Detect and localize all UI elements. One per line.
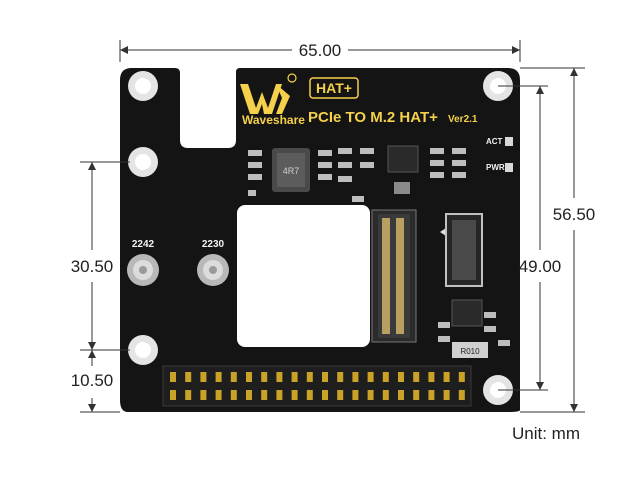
inductor-mark: 4R7 (283, 166, 300, 176)
dim-width: 65.00 (299, 41, 342, 60)
label-2230: 2230 (202, 239, 225, 250)
gpio-pin (306, 390, 313, 400)
gpio-pin (382, 390, 389, 400)
brand-name: Waveshare (242, 113, 305, 127)
gpio-pin (428, 390, 435, 400)
gpio-pin (443, 390, 450, 400)
led-pwr-label: PWR (486, 163, 505, 172)
gpio-pin (322, 372, 328, 382)
board-title: PCIe TO M.2 HAT+ (308, 109, 438, 126)
unit-label: Unit: mm (512, 424, 580, 443)
gpio-pin (215, 390, 222, 400)
hat-badge: HAT+ (316, 80, 352, 96)
gpio-pin (291, 390, 298, 400)
gpio-pin (367, 390, 374, 400)
mount-hole-top-left (128, 71, 158, 101)
gpio-pin (382, 372, 389, 382)
resistor-mark: R010 (460, 347, 480, 356)
dimension-arrows (88, 46, 578, 412)
gpio-pin (322, 390, 328, 400)
dimension-lines (80, 40, 585, 413)
gpio-pin (443, 372, 450, 382)
gpio-pin (276, 372, 283, 382)
mount-hole-mid-left (128, 147, 158, 177)
gpio-pin (185, 390, 192, 400)
gpio-pin (276, 390, 283, 400)
gpio-pin (352, 390, 359, 400)
gpio-pin (246, 372, 252, 382)
dim-left-upper: 30.50 (71, 257, 114, 276)
sense-resistor (452, 342, 488, 358)
gpio-pin (200, 372, 207, 382)
gpio-pin (306, 372, 313, 382)
led-pwr (505, 163, 513, 172)
led-act (505, 137, 513, 146)
gpio-pin (170, 390, 176, 400)
dim-height-inner: 49.00 (519, 257, 562, 276)
gpio-pin (230, 390, 237, 400)
crystal (394, 182, 410, 194)
mount-hole-bottom-left (128, 335, 158, 365)
gpio-pin (246, 390, 252, 400)
gpio-pin (458, 390, 465, 400)
gpio-pin (352, 372, 359, 382)
gpio-pin (367, 372, 374, 382)
gpio-pin (413, 372, 420, 382)
m2-card-cutout (237, 205, 370, 347)
standoff-2230 (197, 254, 229, 286)
led-act-label: ACT (486, 137, 503, 146)
gpio-pin (261, 390, 268, 400)
gpio-pin (200, 390, 207, 400)
controller-ic (387, 145, 419, 173)
gpio-pin (337, 372, 344, 382)
board-version: Ver2.1 (448, 114, 478, 125)
gpio-pin (458, 372, 465, 382)
gpio-pin (215, 372, 222, 382)
gpio-pin (170, 372, 176, 382)
gpio-pin (185, 372, 192, 382)
gpio-pin (230, 372, 237, 382)
gpio-pin (261, 372, 268, 382)
dim-left-lower: 10.50 (71, 371, 114, 390)
gpio-pin (337, 390, 344, 400)
smd-components (248, 148, 510, 346)
waveshare-logo (240, 73, 297, 114)
hat-badge-frame (309, 77, 359, 99)
gpio-pin (291, 372, 298, 382)
standoff-2242 (127, 254, 159, 286)
power-ic (451, 299, 483, 327)
gpio-pin (398, 372, 404, 382)
fpc-connector (445, 213, 483, 287)
gpio-pin (428, 372, 435, 382)
dim-height-total: 56.50 (553, 205, 596, 224)
label-2242: 2242 (132, 239, 155, 250)
gpio-header (162, 365, 472, 407)
m2-slot (371, 209, 446, 343)
gpio-pin (398, 390, 404, 400)
gpio-pin (413, 390, 420, 400)
